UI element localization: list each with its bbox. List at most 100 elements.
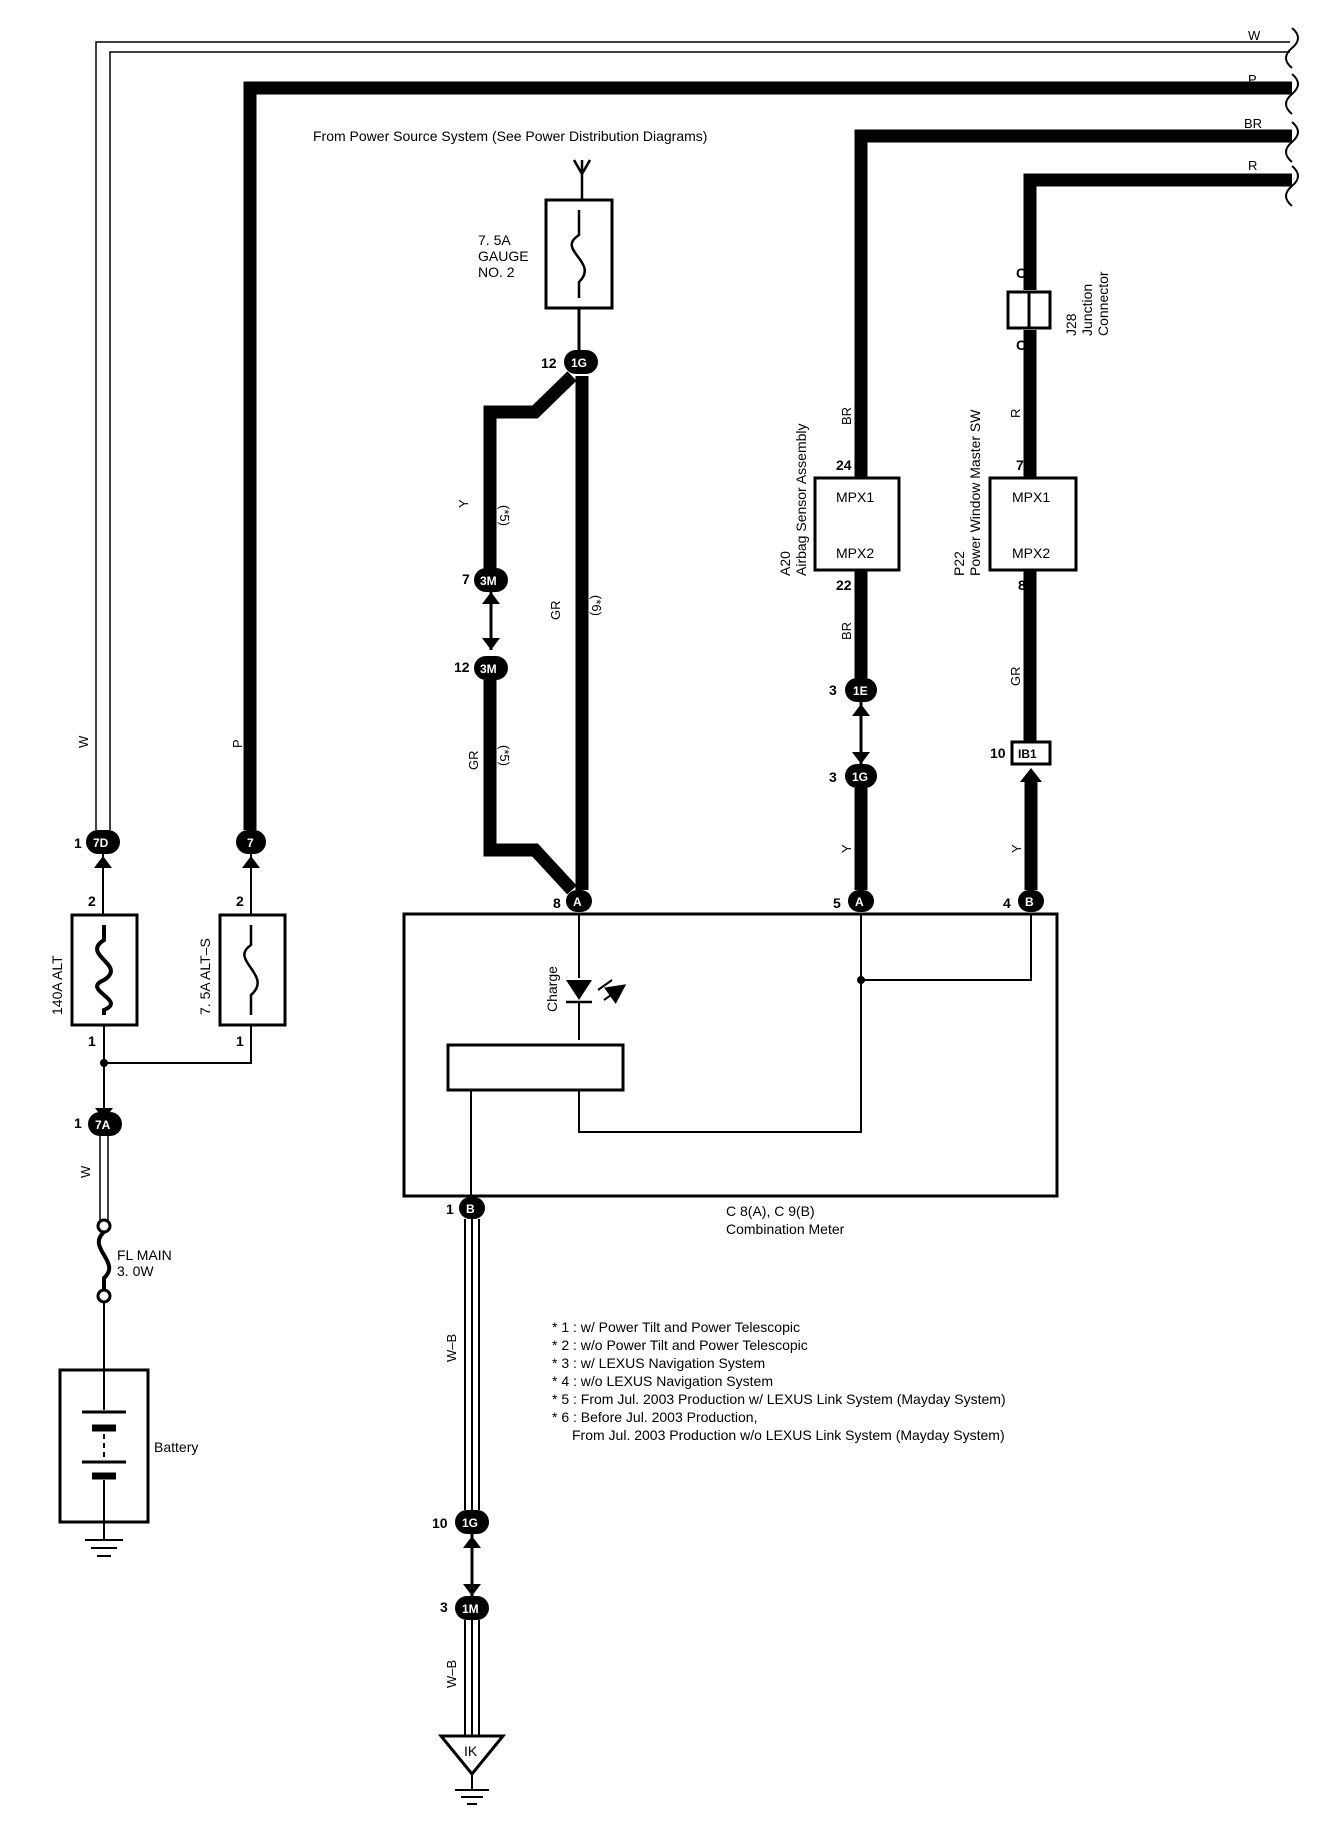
- svg-text:3. 0W: 3. 0W: [117, 1263, 154, 1279]
- svg-text:Airbag Sensor Assembly: Airbag Sensor Assembly: [793, 423, 809, 576]
- svg-text:(*5): (*5): [497, 745, 512, 766]
- svg-text:8: 8: [1018, 577, 1026, 593]
- svg-text:C: C: [1016, 337, 1026, 353]
- svg-text:5: 5: [833, 895, 841, 911]
- wire-y-5: [483, 371, 577, 572]
- wire-br: [854, 129, 1292, 478]
- svg-text:24: 24: [836, 457, 852, 473]
- svg-text:7. 5A: 7. 5A: [478, 232, 511, 248]
- meter-internal-wiring: [470, 914, 1032, 1196]
- svg-text:B: B: [1025, 895, 1034, 909]
- svg-text:8: 8: [553, 895, 561, 911]
- connector-3m-upper: [474, 568, 508, 592]
- connector-7: [236, 830, 266, 854]
- svg-text:W: W: [76, 735, 91, 748]
- svg-text:3: 3: [829, 769, 837, 785]
- svg-text:BR: BR: [839, 622, 854, 640]
- svg-text:Power Window Master SW: Power Window Master SW: [967, 409, 983, 576]
- svg-text:1M: 1M: [462, 1602, 479, 1616]
- svg-text:P22: P22: [951, 551, 967, 576]
- svg-text:W–B: W–B: [444, 1660, 459, 1688]
- svg-text:2: 2: [88, 893, 96, 909]
- wire-wb-lower: [464, 1620, 480, 1736]
- fuse-7-5a-alt-s: [218, 913, 287, 1027]
- wire-gr-5: [483, 680, 577, 895]
- wire-wb: [464, 1219, 480, 1510]
- svg-text:Junction: Junction: [1079, 284, 1095, 336]
- svg-text:Y: Y: [1009, 844, 1024, 853]
- ground-symbol-ik: [455, 1774, 489, 1805]
- svg-text:7A: 7A: [95, 1118, 111, 1132]
- svg-text:FL MAIN: FL MAIN: [117, 1247, 172, 1263]
- svg-text:GR: GR: [548, 601, 563, 621]
- combination-meter: [402, 912, 1059, 1198]
- svg-text:1G: 1G: [571, 356, 587, 370]
- svg-text:Connector: Connector: [1095, 271, 1111, 336]
- connector-a-pin8: [566, 890, 592, 912]
- svg-text:A: A: [855, 895, 864, 909]
- svg-text:1: 1: [236, 1033, 244, 1049]
- connector-3m-lower: [474, 656, 508, 680]
- ground-ik: [437, 1734, 507, 1777]
- fuse-gauge-symbol: [570, 210, 586, 298]
- note-4: * 4 : w/o LEXUS Navigation System: [552, 1373, 773, 1389]
- svg-text:22: 22: [836, 577, 852, 593]
- battery-symbol: [82, 1370, 126, 1540]
- connector-7a: [88, 1112, 122, 1136]
- connector-1m: [455, 1596, 489, 1620]
- svg-text:MPX2: MPX2: [1012, 545, 1050, 561]
- svg-text:IK: IK: [464, 1743, 478, 1759]
- svg-text:R: R: [1008, 409, 1023, 418]
- svg-text:Battery: Battery: [154, 1439, 198, 1455]
- connector-1g-mid: [845, 764, 877, 788]
- svg-text:12: 12: [454, 659, 470, 675]
- svg-text:A20: A20: [777, 551, 793, 576]
- svg-text:Combination Meter: Combination Meter: [726, 1221, 845, 1237]
- footnotes: * 1 : w/ Power Tilt and Power Telescopic…: [552, 1319, 1006, 1443]
- svg-text:4: 4: [1003, 895, 1011, 911]
- svg-text:1G: 1G: [852, 770, 868, 784]
- wire-label-r-top: R: [1248, 158, 1257, 173]
- connector-1g-top: [564, 350, 598, 374]
- note-6: * 6 : Before Jul. 2003 Production,: [552, 1409, 757, 1425]
- connector-a-pin5: [848, 890, 874, 912]
- svg-text:140A ALT: 140A ALT: [49, 955, 65, 1015]
- svg-text:1: 1: [446, 1201, 454, 1217]
- note-2: * 2 : w/o Power Tilt and Power Telescopi…: [552, 1337, 808, 1353]
- connector-b-pin1: [459, 1197, 485, 1219]
- svg-text:MPX1: MPX1: [836, 489, 874, 505]
- note-6b: From Jul. 2003 Production w/o LEXUS Link…: [572, 1427, 1005, 1443]
- svg-text:J28: J28: [1063, 313, 1079, 336]
- wire-w-battery: [99, 1136, 109, 1222]
- svg-text:1G: 1G: [462, 1516, 478, 1530]
- connector-1e: [845, 678, 877, 702]
- svg-text:1E: 1E: [853, 684, 868, 698]
- meter-driver-block: [446, 1043, 625, 1092]
- wire-label-p-top: P: [1248, 72, 1257, 87]
- svg-text:3M: 3M: [480, 574, 497, 588]
- svg-text:B: B: [466, 1202, 475, 1216]
- svg-text:BR: BR: [839, 407, 854, 425]
- wire-fuse-junction: [103, 1025, 252, 1120]
- svg-text:1: 1: [74, 835, 82, 851]
- svg-text:IB1: IB1: [1018, 747, 1037, 761]
- connector-b-pin4: [1018, 890, 1044, 912]
- svg-text:1: 1: [88, 1033, 96, 1049]
- svg-text:P: P: [230, 739, 245, 748]
- power-window-master-sw: [988, 476, 1078, 572]
- ground-symbol-battery: [85, 1539, 123, 1557]
- svg-text:C: C: [1016, 265, 1026, 281]
- wire-label-br-top: BR: [1244, 116, 1262, 131]
- svg-text:Charge: Charge: [544, 966, 560, 1012]
- note-5: * 5 : From Jul. 2003 Production w/ LEXUS…: [552, 1391, 1006, 1407]
- svg-text:NO. 2: NO. 2: [478, 264, 515, 280]
- svg-text:7D: 7D: [93, 836, 109, 850]
- svg-text:7: 7: [462, 571, 470, 587]
- svg-text:A: A: [573, 895, 582, 909]
- svg-text:2: 2: [236, 893, 244, 909]
- svg-text:10: 10: [432, 1515, 448, 1531]
- svg-text:GR: GR: [1008, 667, 1023, 687]
- wire-p: [243, 81, 1292, 830]
- fusible-link-fl-main: [96, 1230, 112, 1290]
- svg-text:Y: Y: [839, 844, 854, 853]
